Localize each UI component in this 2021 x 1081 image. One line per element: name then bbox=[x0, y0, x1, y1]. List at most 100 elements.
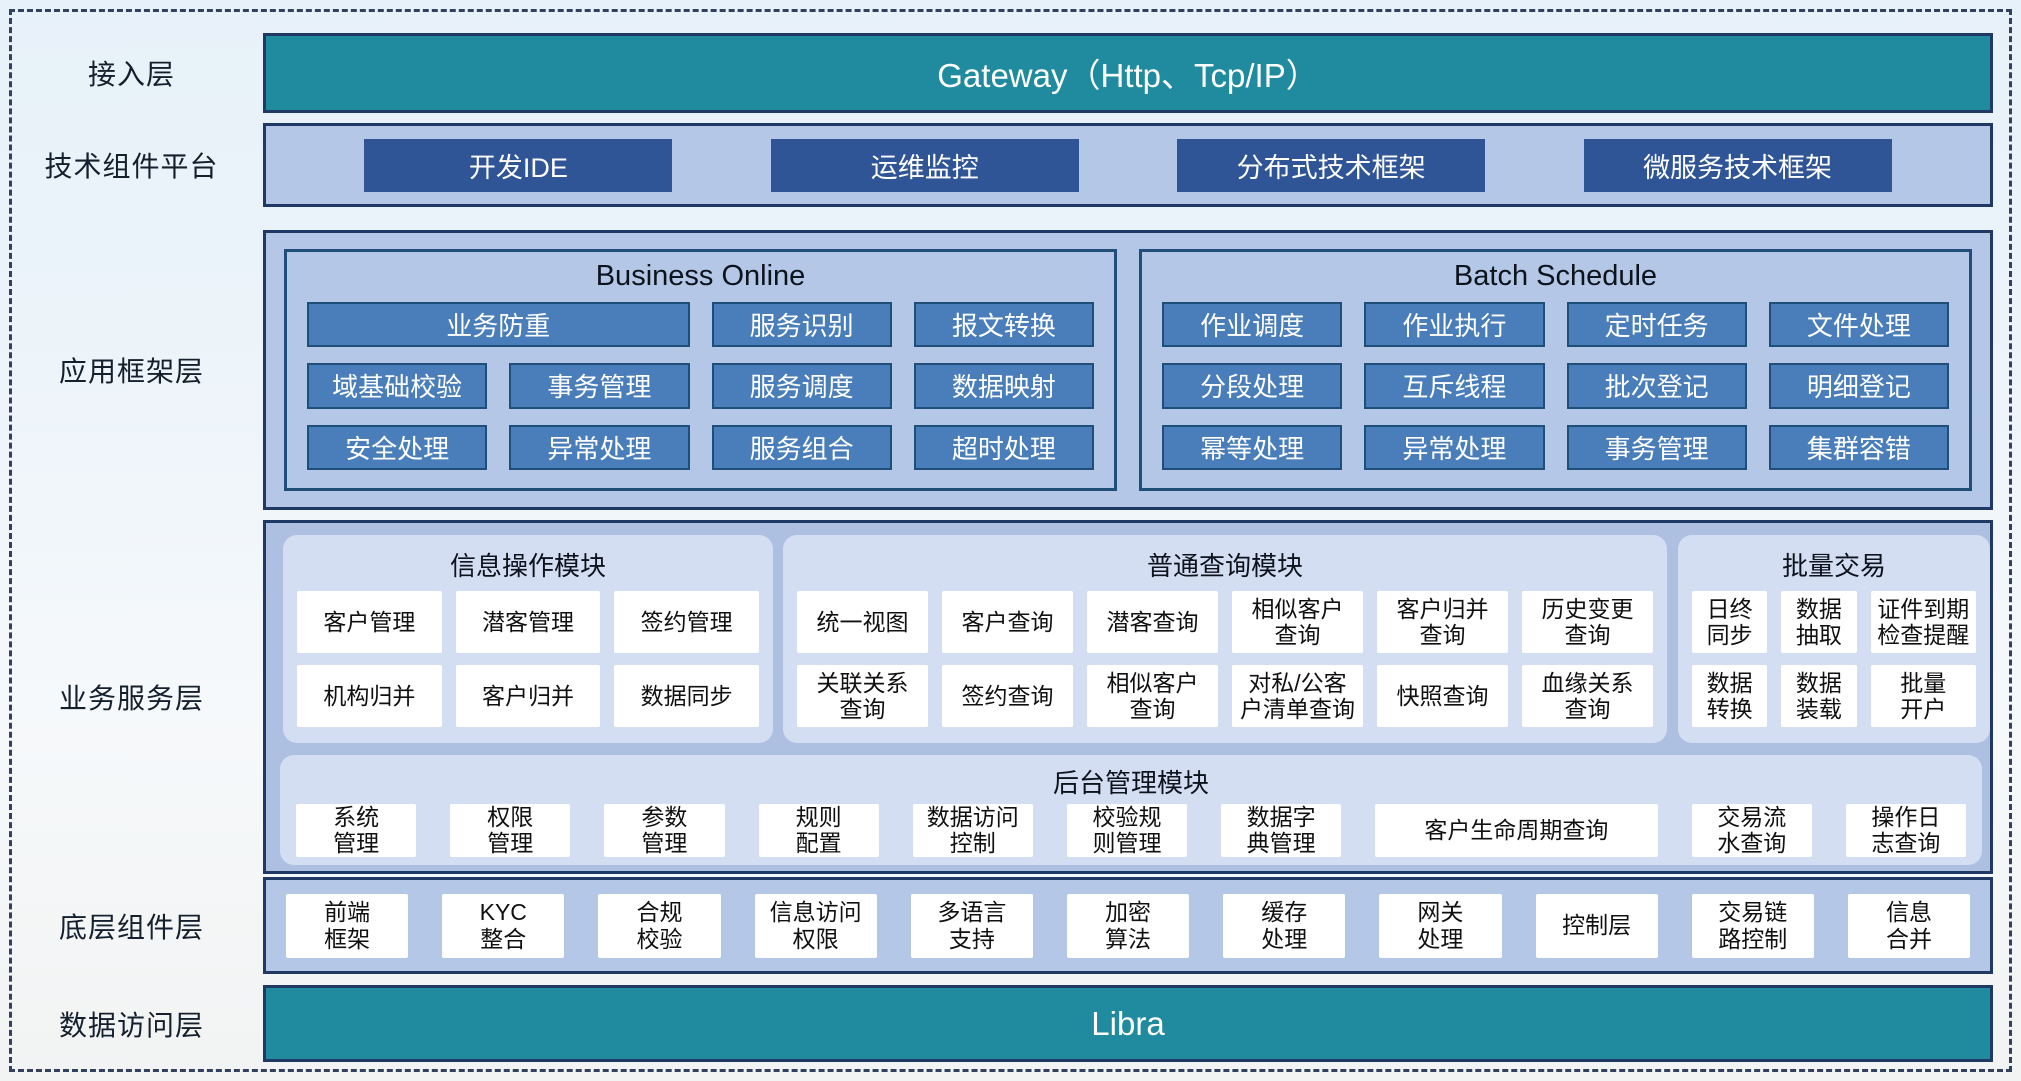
layer-label-data-access: 数据访问层 bbox=[58, 1009, 204, 1041]
business-service-band: 信息操作模块 客户管理潜客管理签约管理机构归并客户归并数据同步 普通查询模块 统… bbox=[263, 520, 1993, 874]
base-component-item: KYC 整合 bbox=[442, 893, 565, 958]
batch-trade-module: 批量交易 日终 同步数据 抽取证件到期 检查提醒数据 转换数据 装载批量 开户 bbox=[1678, 535, 1990, 743]
batch-trade-grid: 日终 同步数据 抽取证件到期 检查提醒数据 转换数据 装载批量 开户 bbox=[1678, 585, 1990, 743]
framework-item: 集群容错 bbox=[1768, 424, 1949, 470]
module-item: 统一视图 bbox=[797, 591, 928, 653]
base-component-item: 加密 算法 bbox=[1066, 893, 1190, 958]
module-item: 操作日 志查询 bbox=[1845, 804, 1966, 857]
framework-item: 事务管理 bbox=[1566, 424, 1747, 470]
module-item: 数据 抽取 bbox=[1781, 591, 1857, 653]
tech-component-button: 分布式技术框架 bbox=[1177, 138, 1486, 192]
tech-component-button: 运维监控 bbox=[770, 138, 1079, 192]
module-item: 对私/公客 户清单查询 bbox=[1232, 665, 1363, 727]
module-item: 客户归并 查询 bbox=[1377, 591, 1508, 653]
module-item: 潜客查询 bbox=[1087, 591, 1218, 653]
module-item: 客户归并 bbox=[455, 665, 601, 727]
base-component-item: 信息访问 权限 bbox=[754, 893, 877, 958]
layer-label-base-components: 底层组件层 bbox=[58, 911, 204, 943]
layer-base-components: 底层组件层 前端 框架 KYC 整合合规 校验信息访问 权限多语言 支持加密 算法… bbox=[0, 877, 2021, 974]
framework-item: 事务管理 bbox=[509, 363, 690, 409]
admin-module-row: 系统 管理权限 管理参数 管理规则 配置数据访问 控制校验规 则管理数据字 典管… bbox=[280, 800, 1982, 871]
module-item: 证件到期 检查提醒 bbox=[1870, 591, 1976, 653]
framework-item: 文件处理 bbox=[1768, 302, 1949, 348]
batch-schedule-panel: Batch Schedule 作业调度作业执行定时任务文件处理分段处理互斥线程批… bbox=[1139, 249, 1972, 491]
module-item: 数据 装载 bbox=[1781, 665, 1857, 727]
libra-bar: Libra bbox=[263, 985, 1993, 1062]
layer-app-framework: 应用框架层 Business Online 业务防重服务识别报文转换域基础校验事… bbox=[0, 230, 2021, 510]
layer-label-business-service: 业务服务层 bbox=[58, 683, 204, 714]
framework-item: 异常处理 bbox=[509, 424, 690, 470]
module-item: 交易流 水查询 bbox=[1691, 804, 1812, 857]
base-component-item: 合规 校验 bbox=[598, 893, 721, 958]
batch-schedule-title: Batch Schedule bbox=[1453, 259, 1658, 292]
base-component-item: 控制层 bbox=[1535, 893, 1658, 958]
common-query-module: 普通查询模块 统一视图客户查询潜客查询相似客户 查询客户归并 查询历史变更 查询… bbox=[783, 535, 1667, 743]
base-component-item: 信息 合并 bbox=[1847, 893, 1971, 958]
framework-item: 超时处理 bbox=[913, 424, 1094, 470]
framework-item: 安全处理 bbox=[307, 424, 488, 470]
framework-item: 作业执行 bbox=[1364, 302, 1545, 348]
base-component-item: 缓存 处理 bbox=[1223, 893, 1346, 958]
layer-data-access: 数据访问层 Libra bbox=[0, 985, 2021, 1062]
module-item: 批量 开户 bbox=[1870, 665, 1976, 727]
module-item: 历史变更 查询 bbox=[1522, 591, 1653, 653]
business-online-panel: Business Online 业务防重服务识别报文转换域基础校验事务管理服务调… bbox=[284, 249, 1117, 491]
module-item: 数据同步 bbox=[614, 665, 759, 727]
module-item: 参数 管理 bbox=[604, 804, 725, 857]
admin-module: 后台管理模块 系统 管理权限 管理参数 管理规则 配置数据访问 控制校验规 则管… bbox=[280, 755, 1982, 865]
layer-access: 接入层 Gateway（Http、Tcp/IP） bbox=[0, 33, 2021, 113]
tech-component-button: 微服务技术框架 bbox=[1583, 138, 1892, 192]
module-item: 快照查询 bbox=[1377, 665, 1508, 727]
framework-item: 批次登记 bbox=[1566, 363, 1747, 409]
admin-module-title: 后台管理模块 bbox=[1052, 768, 1209, 798]
framework-item: 服务识别 bbox=[711, 302, 892, 348]
business-online-title: Business Online bbox=[595, 259, 806, 292]
framework-item: 定时任务 bbox=[1566, 302, 1747, 348]
framework-item: 服务调度 bbox=[711, 363, 892, 409]
common-query-title: 普通查询模块 bbox=[1146, 550, 1303, 581]
framework-item: 域基础校验 bbox=[307, 363, 488, 409]
base-component-item: 交易链 路控制 bbox=[1691, 893, 1814, 958]
app-framework-band: Business Online 业务防重服务识别报文转换域基础校验事务管理服务调… bbox=[263, 230, 1993, 510]
batch-schedule-grid: 作业调度作业执行定时任务文件处理分段处理互斥线程批次登记明细登记幂等处理异常处理… bbox=[1142, 300, 1969, 488]
module-item: 规则 配置 bbox=[758, 804, 879, 857]
module-item: 客户查询 bbox=[942, 591, 1073, 653]
base-component-item: 网关 处理 bbox=[1379, 893, 1502, 958]
gateway-bar: Gateway（Http、Tcp/IP） bbox=[263, 33, 1993, 113]
module-item: 日终 同步 bbox=[1692, 591, 1768, 653]
framework-item: 幂等处理 bbox=[1162, 424, 1343, 470]
module-item: 校验规 则管理 bbox=[1066, 804, 1188, 857]
module-item: 签约查询 bbox=[942, 665, 1073, 727]
base-components-band: 前端 框架 KYC 整合合规 校验信息访问 权限多语言 支持加密 算法缓存 处理网… bbox=[263, 877, 1993, 974]
module-item: 权限 管理 bbox=[450, 804, 571, 857]
module-item: 签约管理 bbox=[614, 591, 759, 653]
module-item: 系统 管理 bbox=[296, 804, 417, 857]
framework-item: 明细登记 bbox=[1768, 363, 1949, 409]
module-item: 血缘关系 查询 bbox=[1522, 665, 1653, 727]
batch-trade-title: 批量交易 bbox=[1781, 550, 1886, 581]
base-component-item: 前端 框架 bbox=[286, 893, 409, 958]
info-ops-title: 信息操作模块 bbox=[449, 550, 606, 581]
framework-item: 互斥线程 bbox=[1364, 363, 1545, 409]
info-ops-module: 信息操作模块 客户管理潜客管理签约管理机构归并客户归并数据同步 bbox=[283, 535, 773, 743]
module-item: 客户管理 bbox=[297, 591, 442, 653]
module-item: 数据 转换 bbox=[1692, 665, 1768, 727]
base-component-item: 多语言 支持 bbox=[910, 893, 1033, 958]
module-item: 关联关系 查询 bbox=[797, 665, 928, 727]
layer-business-service: 业务服务层 信息操作模块 客户管理潜客管理签约管理机构归并客户归并数据同步 普通… bbox=[0, 520, 2021, 874]
layer-label-access: 接入层 bbox=[87, 59, 175, 90]
framework-item: 服务组合 bbox=[711, 424, 892, 470]
framework-item: 异常处理 bbox=[1364, 424, 1545, 470]
info-ops-grid: 客户管理潜客管理签约管理机构归并客户归并数据同步 bbox=[283, 585, 773, 743]
framework-item: 业务防重 bbox=[307, 302, 690, 348]
module-item: 相似客户 查询 bbox=[1232, 591, 1363, 653]
framework-item: 分段处理 bbox=[1162, 363, 1343, 409]
module-item: 数据字 典管理 bbox=[1221, 804, 1342, 857]
framework-item: 作业调度 bbox=[1162, 302, 1343, 348]
framework-item: 数据映射 bbox=[913, 363, 1094, 409]
module-item: 数据访问 控制 bbox=[912, 804, 1033, 857]
common-query-grid: 统一视图客户查询潜客查询相似客户 查询客户归并 查询历史变更 查询关联关系 查询… bbox=[783, 585, 1667, 743]
